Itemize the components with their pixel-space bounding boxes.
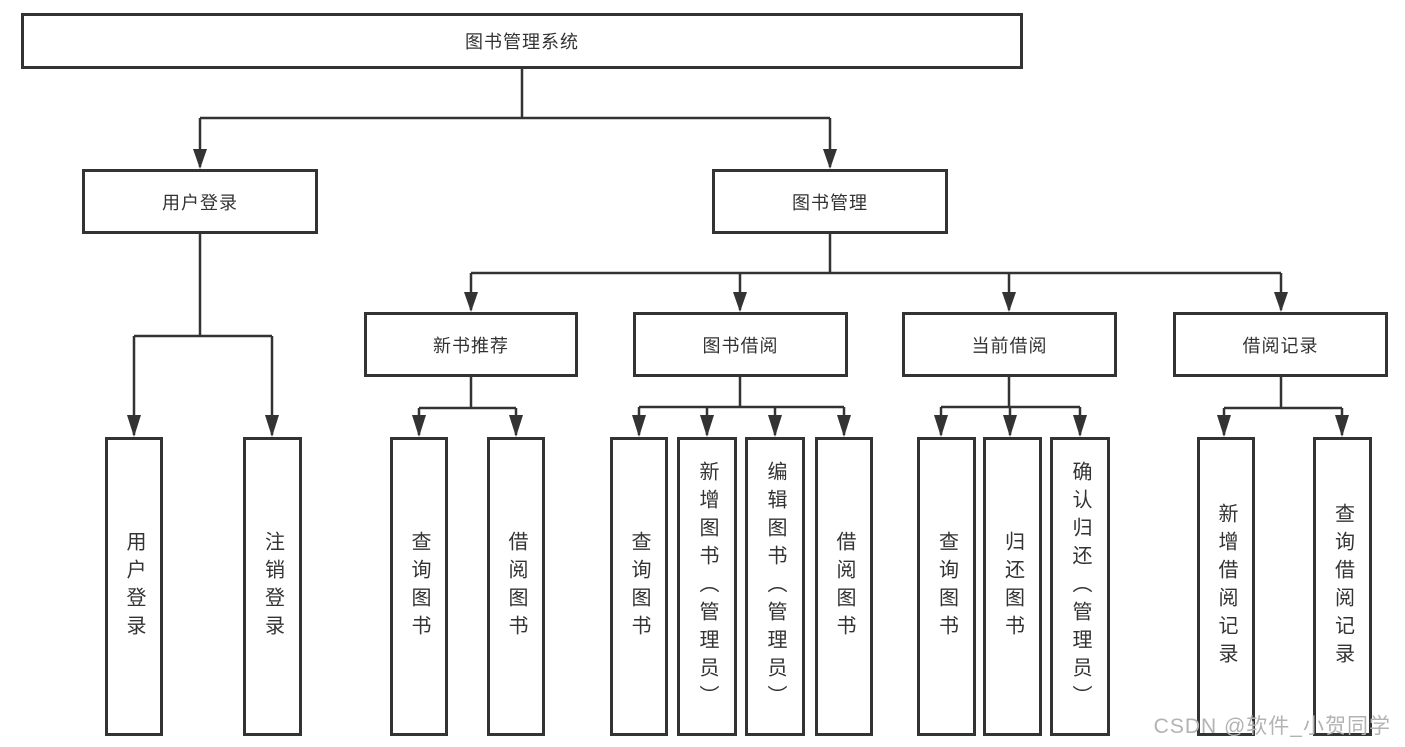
node-current-borrow: 当前借阅 [902, 312, 1117, 377]
leaf-return-book: 归还图书 [983, 437, 1042, 736]
leaf-add-borrow-record: 新增借阅记录 [1197, 437, 1255, 736]
connector-mgmt-to-level3 [464, 233, 1288, 312]
leaf-logout: 注销登录 [243, 437, 302, 736]
leaf-confirm-return-admin: 确认归还（管理员） [1050, 437, 1110, 736]
leaf-add-book-admin: 新增图书（管理员） [677, 437, 737, 736]
connector-user-login-leaves [127, 233, 279, 437]
leaf-query-books-recommend: 查询图书 [390, 437, 448, 736]
leaf-query-borrow-record: 查询借阅记录 [1313, 437, 1372, 736]
node-root: 图书管理系统 [21, 13, 1023, 69]
leaf-user-login: 用户登录 [105, 437, 163, 736]
watermark-text: CSDN @软件_小贺同学 [1153, 715, 1391, 738]
leaf-query-books-borrow: 查询图书 [610, 437, 668, 736]
connector-borrow-records-leaves [1217, 377, 1349, 437]
node-borrow-records: 借阅记录 [1173, 312, 1388, 377]
connector-root-to-level2 [193, 68, 837, 169]
leaf-query-books-current: 查询图书 [917, 437, 976, 736]
node-book-management: 图书管理 [712, 169, 948, 234]
node-user-login: 用户登录 [82, 169, 318, 234]
leaf-borrow-books-recommend: 借阅图书 [487, 437, 545, 736]
node-new-book-recommend: 新书推荐 [364, 312, 578, 377]
connector-current-borrow-leaves [934, 377, 1087, 437]
leaf-edit-book-admin: 编辑图书（管理员） [745, 437, 805, 736]
connector-book-borrow-leaves [632, 377, 851, 437]
leaf-borrow-books: 借阅图书 [815, 437, 873, 736]
node-book-borrow: 图书借阅 [633, 312, 848, 377]
connector-new-book-leaves [412, 377, 523, 437]
